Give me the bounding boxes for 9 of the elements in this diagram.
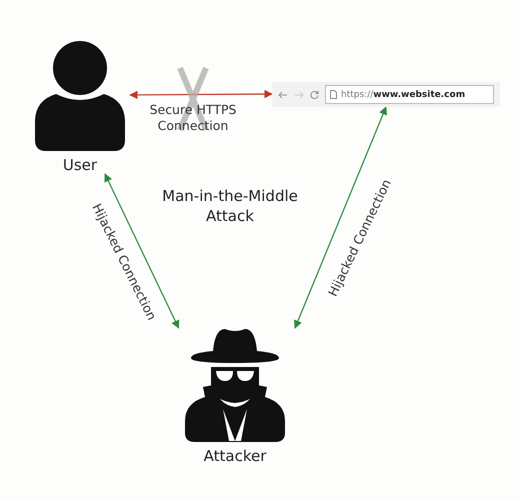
node-label: Attacker xyxy=(204,447,266,465)
url-text: https://www.website.com xyxy=(341,90,466,100)
node-label: User xyxy=(62,156,98,174)
edge-label: Secure HTTPS Connection xyxy=(148,102,238,134)
double-arrow xyxy=(104,173,180,329)
diagram-title: Man-in-the-Middle Attack xyxy=(161,186,299,226)
double-arrow xyxy=(294,106,387,329)
browser-address-bar xyxy=(272,82,500,107)
double-arrow xyxy=(129,90,273,100)
